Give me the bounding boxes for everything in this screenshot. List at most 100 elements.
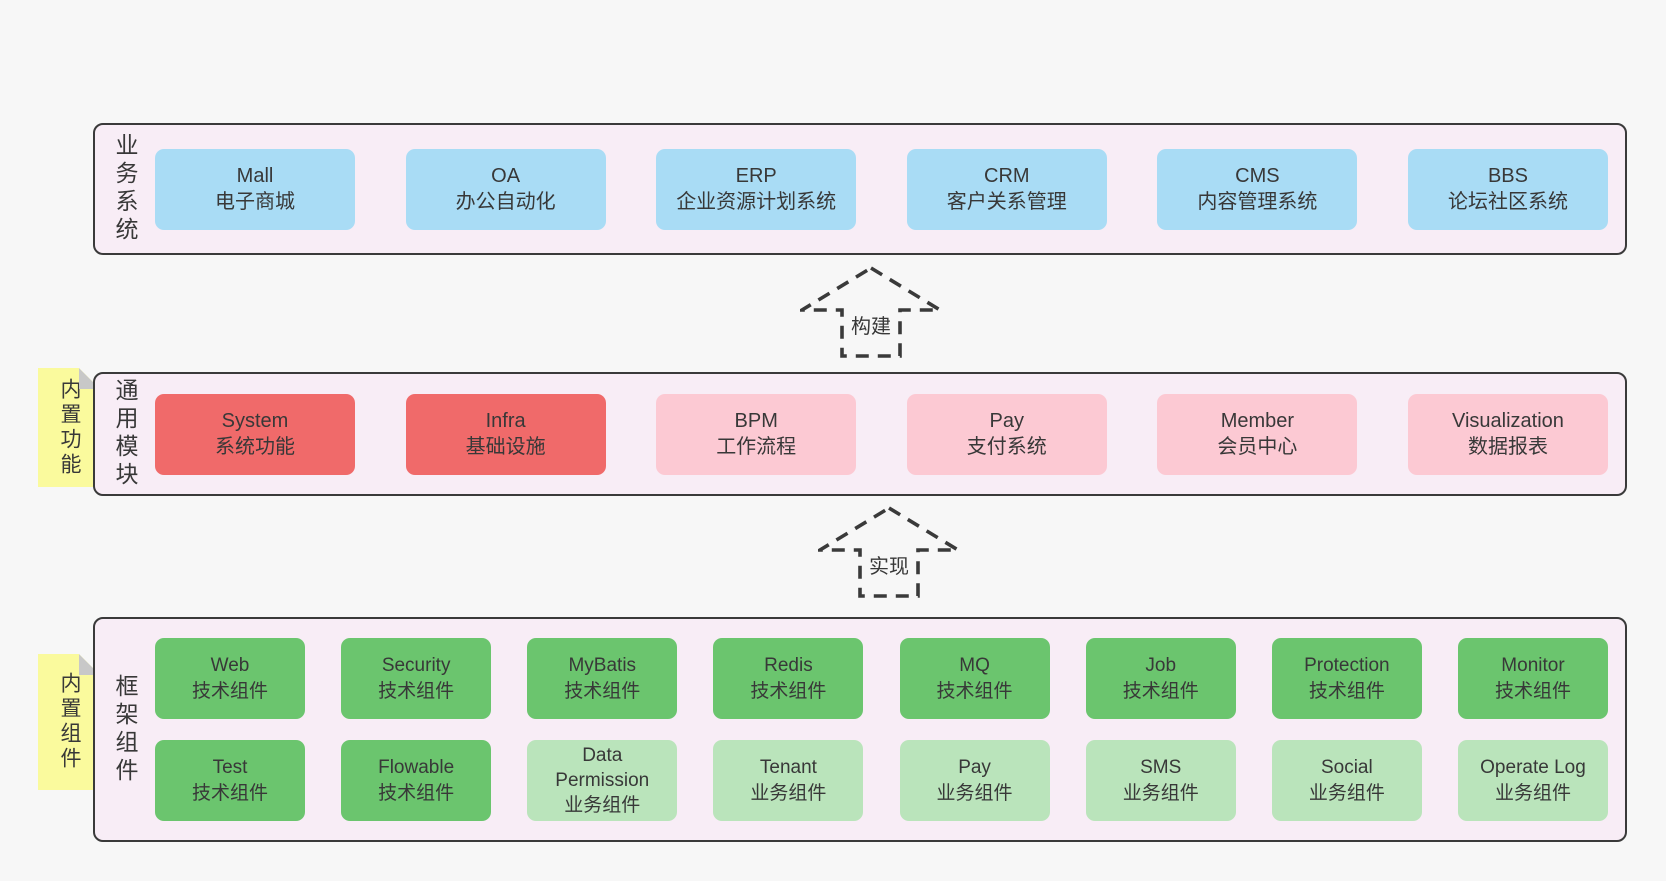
box-mybatis: MyBatis 技术组件 — [527, 638, 678, 719]
box-subtitle: 会员中心 — [1217, 436, 1298, 458]
box-web: Web 技术组件 — [155, 638, 305, 719]
box-oa: OA 办公自动化 — [405, 148, 606, 230]
builtin-features-note-text: 内置功能 — [58, 377, 81, 478]
framework-components-rows: Web 技术组件 Security 技术组件 MyBatis 技术组件 Redi… — [155, 638, 1625, 821]
components-row-2: Test 技术组件 Flowable 技术组件 Data Permission … — [155, 740, 1608, 821]
box-mq: MQ 技术组件 — [899, 638, 1050, 719]
box-subtitle: 业务组件 — [750, 782, 827, 804]
build-arrow-label: 构建 — [848, 310, 894, 339]
box-subtitle: 系统功能 — [215, 436, 295, 458]
box-subtitle: 业务组件 — [1494, 782, 1571, 804]
box-title: Pay — [958, 757, 991, 779]
box-title: Data Permission — [555, 744, 650, 791]
box-title: Flowable — [378, 757, 455, 779]
box-infra: Infra 基础设施 — [405, 393, 606, 475]
box-title: Redis — [764, 655, 813, 677]
box-subtitle: 技术组件 — [750, 680, 827, 702]
box-subtitle: 内容管理系统 — [1197, 191, 1318, 213]
components-row-1: Web 技术组件 Security 技术组件 MyBatis 技术组件 Redi… — [155, 638, 1608, 719]
box-subtitle: 办公自动化 — [455, 191, 556, 213]
box-title: MyBatis — [568, 655, 637, 677]
box-title: Protection — [1304, 655, 1390, 677]
box-bpm: BPM 工作流程 — [656, 393, 857, 475]
business-systems-vertical-label: 业务系统 — [95, 125, 155, 253]
builtin-components-note-text: 内置组件 — [58, 672, 81, 772]
box-subtitle: 技术组件 — [1308, 680, 1385, 702]
box-social: Social 业务组件 — [1271, 740, 1422, 821]
box-system: System 系统功能 — [155, 393, 355, 475]
box-title: Web — [210, 655, 250, 677]
box-title: BPM — [734, 409, 778, 432]
vertical-label-text: 框架组件 — [112, 673, 138, 786]
box-visualization: Visualization 数据报表 — [1407, 393, 1608, 475]
box-test: Test 技术组件 — [155, 740, 305, 821]
common-modules-panel: 通用模块 System 系统功能 Infra 基础设施 BPM 工作流程 Pay… — [93, 372, 1627, 496]
box-data-permission: Data Permission 业务组件 — [527, 740, 678, 821]
box-title: CRM — [984, 164, 1030, 187]
box-mall: Mall 电子商城 — [155, 148, 355, 230]
box-subtitle: 业务组件 — [1122, 782, 1199, 804]
box-subtitle: 技术组件 — [378, 680, 455, 702]
box-title: Test — [212, 757, 248, 779]
box-title: Security — [381, 655, 451, 677]
box-erp: ERP 企业资源计划系统 — [656, 148, 857, 230]
box-subtitle: 数据报表 — [1467, 436, 1548, 458]
build-arrow: 构建 — [800, 266, 942, 358]
box-subtitle: 客户关系管理 — [946, 191, 1067, 213]
box-title: Visualization — [1452, 409, 1564, 432]
box-pay-module: Pay 支付系统 — [906, 393, 1107, 475]
implement-arrow-label: 实现 — [866, 550, 912, 579]
box-monitor: Monitor 技术组件 — [1457, 638, 1608, 719]
box-title: MQ — [959, 655, 990, 677]
box-title: Infra — [485, 409, 526, 432]
box-title: ERP — [735, 164, 777, 187]
box-job: Job 技术组件 — [1085, 638, 1236, 719]
box-title: SMS — [1140, 757, 1182, 779]
box-title: Monitor — [1501, 655, 1565, 677]
box-title: OA — [491, 164, 521, 187]
box-protection: Protection 技术组件 — [1271, 638, 1422, 719]
vertical-label-text: 业务系统 — [112, 133, 138, 245]
box-cms: CMS 内容管理系统 — [1157, 148, 1358, 230]
box-subtitle: 技术组件 — [191, 680, 268, 702]
box-subtitle: 业务组件 — [564, 795, 641, 817]
box-subtitle: 企业资源计划系统 — [676, 191, 837, 213]
box-subtitle: 技术组件 — [936, 680, 1013, 702]
common-modules-boxes: System 系统功能 Infra 基础设施 BPM 工作流程 Pay 支付系统… — [155, 393, 1625, 475]
box-subtitle: 业务组件 — [936, 782, 1013, 804]
box-security: Security 技术组件 — [341, 638, 492, 719]
box-title: Pay — [989, 409, 1025, 432]
box-title: Member — [1220, 409, 1295, 432]
box-title: Job — [1145, 655, 1177, 677]
vertical-label-text: 通用模块 — [112, 378, 138, 490]
box-subtitle: 电子商城 — [215, 191, 295, 213]
builtin-components-note: 内置组件 — [38, 654, 100, 790]
box-subtitle: 工作流程 — [716, 436, 797, 458]
box-title: Tenant — [759, 757, 817, 779]
box-subtitle: 论坛社区系统 — [1447, 191, 1568, 213]
implement-arrow: 实现 — [818, 506, 960, 598]
framework-components-panel: 框架组件 Web 技术组件 Security 技术组件 MyBatis 技术组件… — [93, 617, 1627, 842]
box-sms: SMS 业务组件 — [1085, 740, 1236, 821]
box-title: Operate Log — [1480, 757, 1586, 779]
box-operate-log: Operate Log 业务组件 — [1457, 740, 1608, 821]
box-subtitle: 技术组件 — [378, 782, 455, 804]
box-flowable: Flowable 技术组件 — [341, 740, 492, 821]
box-subtitle: 技术组件 — [1494, 680, 1571, 702]
box-title: BBS — [1487, 164, 1528, 187]
box-subtitle: 技术组件 — [1122, 680, 1199, 702]
box-crm: CRM 客户关系管理 — [906, 148, 1107, 230]
box-title: System — [221, 409, 289, 432]
box-tenant: Tenant 业务组件 — [713, 740, 864, 821]
common-modules-vertical-label: 通用模块 — [95, 374, 155, 494]
box-member: Member 会员中心 — [1157, 393, 1358, 475]
box-bbs: BBS 论坛社区系统 — [1407, 148, 1608, 230]
box-redis: Redis 技术组件 — [713, 638, 864, 719]
business-systems-panel: 业务系统 Mall 电子商城 OA 办公自动化 ERP 企业资源计划系统 CRM… — [93, 123, 1627, 255]
business-systems-boxes: Mall 电子商城 OA 办公自动化 ERP 企业资源计划系统 CRM 客户关系… — [155, 148, 1625, 230]
framework-components-vertical-label: 框架组件 — [95, 619, 155, 840]
box-subtitle: 支付系统 — [966, 436, 1047, 458]
box-subtitle: 业务组件 — [1308, 782, 1385, 804]
box-title: Social — [1320, 757, 1373, 779]
